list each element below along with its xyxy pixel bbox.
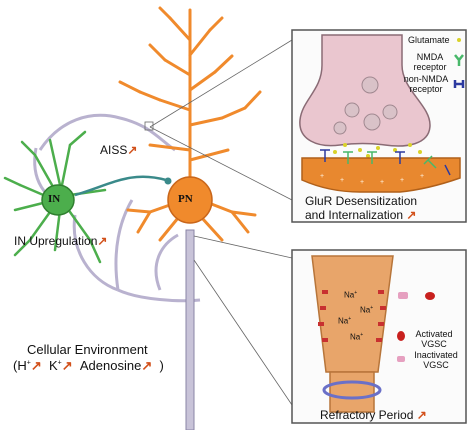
k-ion-sup: + [57, 359, 62, 367]
na-sup: + [348, 316, 352, 322]
svg-text:+: + [400, 177, 404, 184]
in-soma [41, 184, 75, 216]
pn-dendrites [118, 6, 262, 242]
activated-vgsc-icon [397, 331, 405, 341]
non-nmda-legend-icon [453, 80, 465, 88]
h-ion: H [17, 358, 27, 373]
pn-label: PN [178, 193, 193, 205]
svg-text:+: + [320, 173, 324, 180]
svg-text:+: + [420, 173, 424, 180]
na-text: Na [360, 305, 371, 315]
pn-axon [185, 229, 195, 431]
inactivated-vgsc-label: Inactivated VGSC [414, 350, 458, 370]
in-label: IN [48, 193, 61, 205]
vesicles [333, 76, 398, 135]
na-text: Na [338, 316, 349, 326]
na-label-2: Na+ [360, 305, 373, 315]
up-arrow-icon: ↗ [406, 208, 417, 222]
up-arrow-icon: ↗ [61, 358, 73, 373]
myelin-ring [322, 380, 382, 400]
axon-segment [311, 255, 394, 373]
na-sup: + [354, 290, 358, 296]
axon-segment-lower [329, 371, 375, 413]
ions-open: ( [13, 358, 18, 373]
vgsc-legend-icon-red-top [425, 292, 435, 300]
na-label-3: Na+ [338, 316, 351, 326]
vgsc-legend-icon-pink [398, 292, 408, 299]
in-upregulation-label: IN Upregulation↗ [14, 234, 107, 248]
non-nmda-legend-label: non-NMDA receptor [403, 74, 449, 94]
cellular-environment-label: Cellular Environment [27, 342, 148, 357]
up-arrow-icon: ↗ [416, 408, 427, 422]
na-label-1: Na+ [344, 290, 357, 300]
glutamate-dots [333, 143, 422, 158]
synapse-caption-1: GluR Desensitization [305, 194, 418, 208]
postsynaptic-membrane [301, 157, 461, 193]
aiss-label: AISS↗ [100, 143, 137, 157]
svg-text:+: + [360, 179, 364, 186]
glutamate-legend-icon [457, 38, 461, 42]
nmda-legend-icon [454, 54, 464, 66]
callout-lines [144, 39, 293, 406]
vgsc-channels [318, 290, 386, 342]
adenosine-text: Adenosine [79, 358, 142, 373]
activated-vgsc-label: Activated VGSC [415, 329, 453, 349]
aiss-text: AISS [100, 143, 128, 157]
postsynaptic-plus: + + + + + + [320, 173, 424, 186]
na-sup: + [370, 305, 374, 311]
h-ion-sup: + [26, 359, 31, 367]
inactivated-vgsc-icon [397, 356, 405, 362]
in-upregulation-text: IN Upregulation [14, 234, 98, 248]
pn-soma [167, 176, 213, 224]
axon-fibers [33, 113, 201, 303]
refractory-period-text: Refractory Period [320, 408, 414, 422]
up-arrow-icon: ↗ [97, 234, 108, 248]
k-ion: K [48, 358, 58, 373]
up-arrow-icon: ↗ [141, 358, 153, 373]
na-label-4: Na+ [350, 332, 363, 342]
na-text: Na [350, 332, 361, 342]
synapse-caption-2: and Internalization ↗ [305, 208, 416, 222]
na-sup: + [360, 332, 364, 338]
svg-text:+: + [340, 177, 344, 184]
postsynaptic-receptors [320, 149, 451, 176]
ions-label: (H+↗ K+↗ Adenosine↗ ) [13, 358, 164, 374]
refractory-period-label: Refractory Period ↗ [320, 408, 427, 422]
glutamate-legend-label: Glutamate [408, 35, 450, 45]
in-bouton [164, 177, 172, 185]
up-arrow-icon: ↗ [30, 358, 42, 373]
synapse-caption-2-text: and Internalization [305, 208, 404, 222]
na-text: Na [344, 290, 355, 300]
in-axon [74, 175, 167, 197]
nmda-legend-label: NMDA receptor [413, 52, 447, 72]
svg-text:+: + [380, 179, 384, 186]
up-arrow-icon: ↗ [127, 143, 138, 157]
ions-close: ) [159, 358, 164, 373]
